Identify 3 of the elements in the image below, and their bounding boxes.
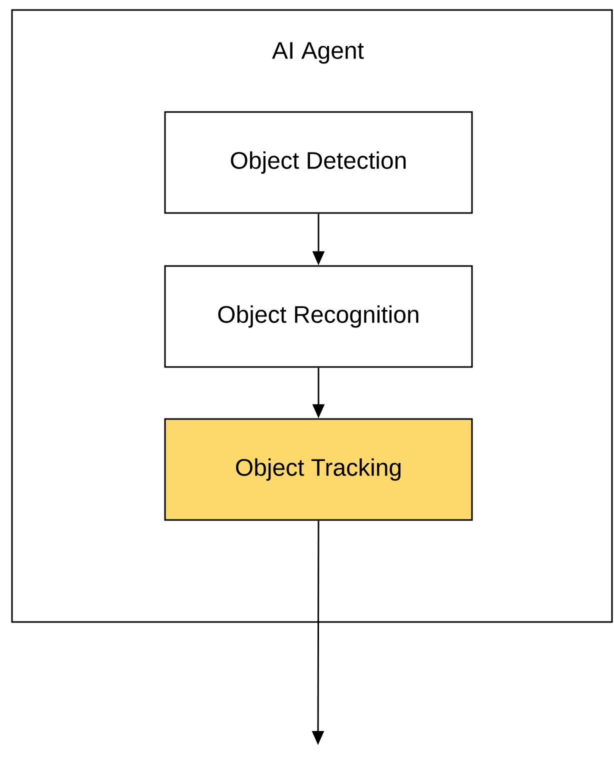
process-box: Object Recognition <box>164 265 473 368</box>
process-box: Object Tracking <box>164 418 473 521</box>
process-box: Object Detection <box>164 111 473 214</box>
